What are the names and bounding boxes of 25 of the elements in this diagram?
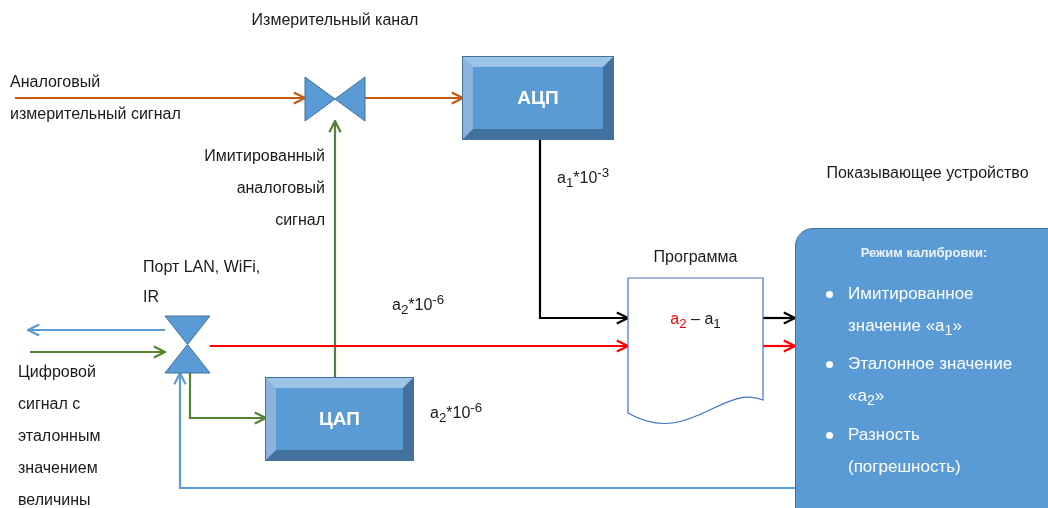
arrow [15,91,307,105]
arrow [763,311,797,325]
edge-label: Аналоговый измерительный сигнал [10,72,182,124]
converter-block: ЦАП [266,378,413,460]
edge-label: Цифровой сигнал с эталонным значением величины [18,362,102,508]
arrow [365,91,465,105]
panel-title: Режим калибровки: [859,245,989,260]
node-heading: Порт LAN, WiFi, IR [143,257,262,307]
edge-label: Имитированный аналоговый сигнал [203,146,325,230]
arrow [763,339,797,353]
value-label: a$_{2}$*10$^{-6}$ [430,400,483,426]
node-heading: Показывающее устройство [825,163,1030,183]
bullet-item: Разность (погрешность) [824,418,1028,483]
edge-label: a$_{1}$*10$^{-3}$ [557,164,611,193]
bullet-item: Имитированное значение «a$_{1}$» [824,278,1028,347]
arrow [328,119,342,378]
arrow [188,373,268,425]
node-heading: Программа [652,247,739,267]
arrow [26,323,165,337]
converter-block: АЦП [463,57,613,139]
bullet-item: Эталонное значение «a$_{2}$» [824,348,1028,417]
formula-text: a$_{2}$ – a$_{1}$ [669,310,722,332]
node-heading: Измерительный канал [250,10,420,30]
edge-label: a$_{2}$*10$^{-6}$ [392,291,446,320]
arrow [30,345,167,359]
